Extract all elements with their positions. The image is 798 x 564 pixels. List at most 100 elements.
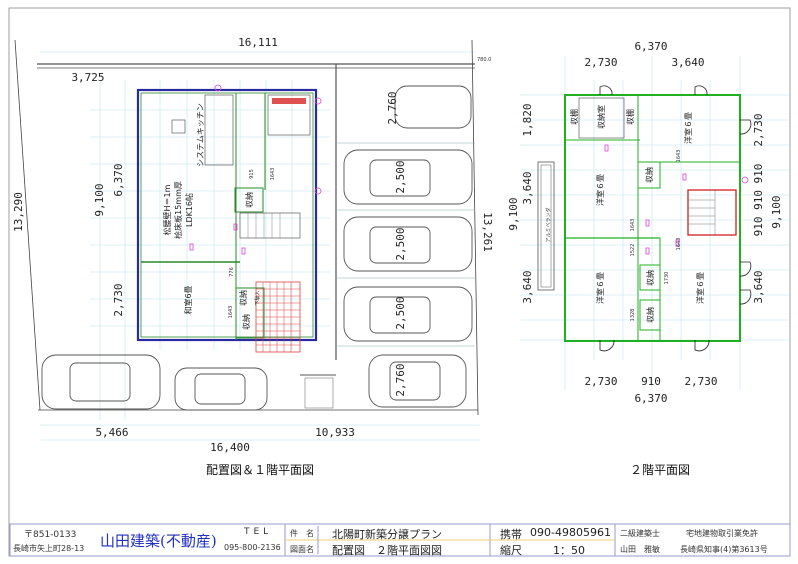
room-label: 洋室６畳: [595, 174, 605, 206]
storage-label: 収納: [645, 270, 655, 286]
f2-dim-left-1: 1,820: [521, 103, 534, 136]
f2-dim-bottom-total: 6,370: [634, 392, 667, 405]
f2-dim-left-total: 9,100: [507, 197, 520, 230]
qualification: 二級建築士: [620, 529, 660, 538]
car: [41, 354, 161, 410]
door-markers: [189, 84, 322, 255]
car: [394, 85, 472, 129]
site-plan-title: 配置図＆１階平面図: [206, 462, 314, 477]
stair: [687, 189, 737, 236]
f2-dim-right-total: 9,100: [770, 195, 783, 228]
floor2-title: ２階平面図: [630, 462, 690, 477]
tel-label: TEL: [244, 527, 273, 537]
floor2-grid: [520, 56, 790, 390]
company-name: 山田建築(不動産): [100, 532, 217, 550]
dim-ldk-depth: 6,370: [112, 163, 125, 196]
room-label: 洋室６畳: [595, 272, 605, 304]
project-name: 北陽町新築分譲プラン: [332, 528, 442, 541]
washitsu-label: 和室6畳: [183, 285, 193, 314]
drawing-name: 配置図 ２階平面図図: [332, 544, 442, 557]
veranda: [537, 161, 555, 291]
entrance-shoe-label: 下駄入: [254, 290, 261, 305]
f2-dim-top-left: 2,730: [584, 56, 617, 69]
scale-label: 縮尺: [500, 544, 522, 557]
f2-dim-bottom-left: 2,730: [584, 375, 617, 388]
f2-dim-right-3: 3,640: [752, 270, 765, 303]
room-label: 洋室６畳: [695, 272, 705, 304]
dim-parking-1: 2,500: [394, 160, 407, 193]
dim-parking-3: 2,500: [394, 296, 407, 329]
dim-bottom-total: 16,400: [210, 441, 250, 454]
room-label: 洋室６畳: [683, 112, 693, 144]
house-1f-outline: [136, 88, 318, 342]
width-label: 1522: [630, 244, 636, 257]
ldk-label-2: 桧床板15mm厚: [173, 181, 183, 239]
dim-washitsu-depth: 2,730: [112, 283, 125, 316]
storage-label: 収納: [238, 290, 248, 306]
entry-tile-area: [255, 281, 301, 353]
car: [343, 149, 473, 205]
floor2-plan: 6,370 2,730 3,640 1,820 3,640 9,100 3,64…: [507, 40, 790, 477]
dim-bottom-right: 10,933: [315, 426, 355, 439]
dim-house-depth: 9,100: [93, 183, 106, 216]
dim-road-width: 780.0: [477, 57, 491, 63]
floor2-outline: [564, 94, 741, 342]
f2-dim-top-right: 3,640: [671, 56, 704, 69]
dim-left-side: 13,290: [12, 192, 25, 232]
site-grid: [40, 51, 480, 441]
width-label: 1643: [270, 168, 276, 181]
width-label: 1643: [676, 150, 682, 163]
f2-dim-right-2: 910 910 910: [752, 164, 765, 237]
car: [343, 216, 473, 272]
mobile-label: 携帯: [500, 528, 522, 541]
project-label: 件 名: [290, 529, 314, 538]
car: [343, 286, 473, 342]
storage-label: 収納: [241, 314, 251, 330]
dim-bottom-left: 5,466: [95, 426, 128, 439]
postal-code: 〒851-0133: [24, 530, 77, 540]
architect-name: 山田 雅敏: [620, 545, 660, 554]
address: 長崎市矢上町28-13: [13, 544, 85, 553]
f2-dim-top-total: 6,370: [634, 40, 667, 53]
tel-number: 095-800-2136: [224, 543, 281, 552]
storage-label: 収納: [244, 192, 254, 208]
shelf-label: 収棚: [625, 109, 635, 125]
dim-top-total: 16,111: [238, 36, 278, 49]
veranda-label: アルミベランダ: [545, 208, 552, 243]
cars: [41, 85, 473, 411]
dim-left-offset: 3,725: [71, 71, 104, 84]
car: [368, 354, 467, 408]
storage-label: 収納: [644, 167, 654, 183]
site-plan: 16,111 780.0 3,725 13,290 13,261 9,100 6…: [12, 36, 494, 477]
f2-dim-right-1: 2,730: [752, 113, 765, 146]
storage-label: 収納: [645, 307, 655, 323]
width-label: 1643: [630, 219, 636, 232]
f2-dim-bottom-mid: 910: [641, 375, 661, 388]
width-label: 776: [229, 267, 235, 277]
f2-dim-left-3: 3,640: [521, 270, 534, 303]
license-type: 宅地建物取引業免許: [686, 529, 758, 538]
scale-value: 1：50: [553, 544, 585, 557]
closet-label: 収納室: [596, 105, 606, 129]
width-label: 1643: [228, 306, 234, 319]
dim-parking-bottom: 2,760: [394, 363, 407, 396]
width-label: 1643: [676, 238, 682, 251]
f2-dim-left-2: 3,640: [521, 171, 534, 204]
mobile-number: 090-49805961: [530, 526, 611, 539]
dim-right-side: 13,261: [481, 212, 494, 252]
car: [174, 367, 268, 411]
doors: [599, 85, 752, 352]
dim-parking-top: 2,760: [386, 91, 399, 124]
shelf-label: 収棚: [569, 109, 579, 125]
dim-parking-2: 2,500: [394, 227, 407, 260]
kitchen-label: システムキッチン: [196, 103, 205, 167]
width-label: 915: [249, 169, 255, 179]
title-block-frame: [9, 523, 791, 557]
license-number: 長崎県知事(4)第3613号: [680, 545, 768, 554]
width-label: 1328: [630, 309, 636, 322]
width-label: 1730: [664, 272, 670, 285]
ldk-label-1: 松腰壁H＝1m: [162, 184, 172, 235]
f2-dim-bottom-right: 2,730: [684, 375, 717, 388]
ldk-label-3: LDK16帖: [184, 193, 194, 227]
